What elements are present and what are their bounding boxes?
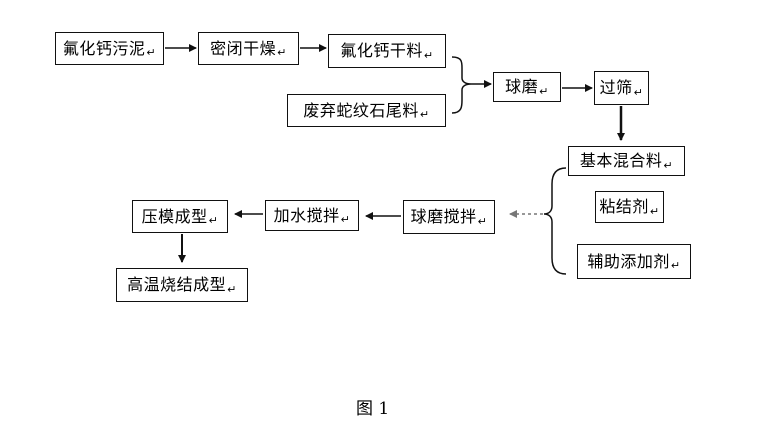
node-label: 氟化钙干料 <box>340 41 423 60</box>
node-ball-milling: 球磨↵ <box>493 72 561 102</box>
paragraph-mark: ↵ <box>340 213 351 226</box>
node-calcium-fluoride-dry-material: 氟化钙干料↵ <box>328 34 446 68</box>
node-ball-mill-stirring: 球磨搅拌↵ <box>403 200 495 234</box>
node-water-stirring: 加水搅拌↵ <box>265 200 359 231</box>
paragraph-mark: ↵ <box>146 46 157 59</box>
group-brace <box>543 167 567 275</box>
node-high-temp-sintering: 高温烧结成型↵ <box>116 268 248 302</box>
node-label: 辅助添加剂 <box>587 251 670 271</box>
node-label: 加水搅拌 <box>273 205 340 225</box>
paragraph-mark: ↵ <box>663 158 674 172</box>
node-label: 球磨 <box>505 77 539 96</box>
paragraph-mark: ↵ <box>227 282 237 296</box>
node-label: 高温烧结成型 <box>127 275 227 294</box>
node-auxiliary-additive: 辅助添加剂↵ <box>577 244 691 279</box>
node-waste-serpentine-tailings: 废弃蛇纹石尾料↵ <box>287 94 446 127</box>
paragraph-mark: ↵ <box>477 214 488 228</box>
merge-brace <box>451 56 472 114</box>
node-label: 粘结剂 <box>599 197 649 216</box>
paragraph-mark: ↵ <box>649 204 660 218</box>
node-calcium-fluoride-sludge: 氟化钙污泥↵ <box>55 32 164 65</box>
paragraph-mark: ↵ <box>539 84 549 98</box>
node-label: 球磨搅拌 <box>410 207 477 226</box>
node-basic-mixture: 基本混合料↵ <box>568 146 685 176</box>
node-label: 过筛 <box>599 78 633 97</box>
node-sieving: 过筛↵ <box>594 71 649 105</box>
paragraph-mark: ↵ <box>423 48 434 62</box>
node-label: 废弃蛇纹石尾料 <box>303 100 419 120</box>
node-label: 氟化钙污泥 <box>62 38 146 58</box>
paragraph-mark: ↵ <box>208 214 219 227</box>
paragraph-mark: ↵ <box>633 85 644 99</box>
node-sealed-drying: 密闭干燥↵ <box>198 32 299 65</box>
paragraph-mark: ↵ <box>670 259 681 272</box>
node-binder: 粘结剂↵ <box>595 191 664 223</box>
paragraph-mark: ↵ <box>277 46 287 59</box>
paragraph-mark: ↵ <box>419 108 430 121</box>
node-label: 基本混合料 <box>579 151 663 170</box>
node-label: 密闭干燥 <box>210 38 277 58</box>
node-press-molding: 压模成型↵ <box>132 200 228 233</box>
figure-caption: 图 1 <box>356 399 390 419</box>
node-label: 压模成型 <box>141 206 208 226</box>
